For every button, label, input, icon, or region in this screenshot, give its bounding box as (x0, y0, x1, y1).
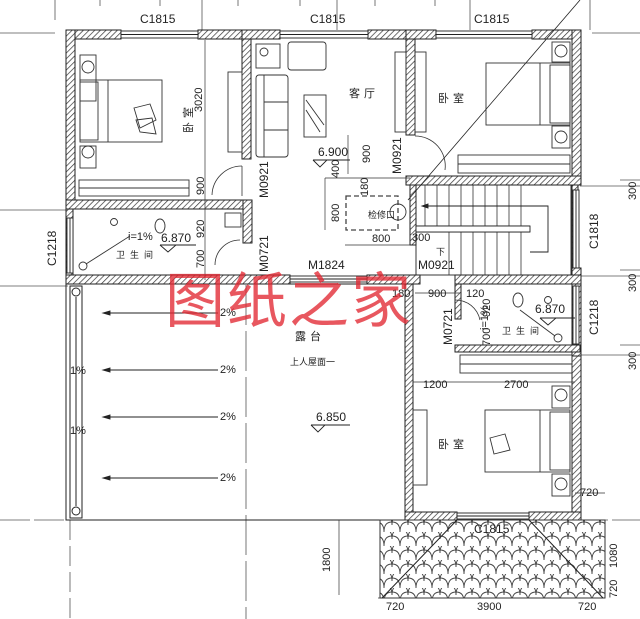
elev-bath-w: 6.870 (161, 231, 192, 245)
terrace-sublabel: 上人屋面一 (290, 358, 336, 368)
porch-roof (379, 519, 606, 599)
room-label-bedroom-ne: 卧室 (438, 92, 468, 105)
window-label-top-1: C1815 (140, 12, 176, 26)
window-label-top-2: C1815 (310, 12, 346, 26)
dim-720-br: 720 (578, 601, 597, 613)
slope-bath-w: i=1% (128, 231, 153, 243)
elev-living: 6.900 (318, 145, 349, 159)
furniture (78, 41, 573, 497)
door-m0921-e: M0921 (390, 137, 404, 174)
slope-gutter-1: 1% (70, 365, 86, 377)
elev-terrace: 6.850 (316, 410, 347, 424)
dim-920-w: 920 (195, 219, 207, 238)
door-m1824: M1824 (308, 258, 345, 272)
slope-gutter-2: 1% (70, 425, 86, 437)
slope-arrows (101, 310, 218, 481)
dim-720-bl: 720 (386, 601, 405, 613)
dim-3900: 3900 (477, 601, 502, 613)
elevation-markers (159, 159, 575, 433)
room-label-terrace: 露台 (295, 330, 325, 343)
dim-180-a: 180 (392, 288, 411, 300)
slope-terrace-1: 2% (220, 307, 236, 319)
window-label-left: C1218 (45, 230, 59, 266)
stair-down-label: 下 (436, 248, 446, 258)
window-label-right-2: C1218 (587, 299, 601, 335)
dim-300-c: 300 (627, 351, 639, 370)
room-label-living: 客厅 (349, 87, 379, 100)
window-label-bottom: C1815 (474, 522, 510, 536)
door-m0921-w: M0921 (257, 161, 271, 198)
room-label-bedroom-se: 卧室 (438, 438, 468, 451)
dim-300-b: 300 (627, 273, 639, 292)
window-label-right-1: C1818 (587, 213, 601, 249)
room-label-bath-w: 卫生间 (116, 251, 159, 261)
hatch-height: 800 (330, 203, 342, 222)
hatch-width: 800 (372, 233, 391, 245)
stair-width: 300 (412, 232, 431, 244)
windows (66, 30, 580, 520)
dim-1200: 1200 (423, 379, 448, 391)
door-m0721-e: M0721 (441, 308, 455, 345)
slope-terrace-2: 2% (220, 364, 236, 376)
dim-720-rb: 720 (608, 579, 620, 598)
walls (65, 29, 582, 521)
dim-900-e: 900 (428, 288, 447, 300)
dim-900-c: 900 (361, 144, 373, 163)
hatch-offset: 180 (359, 177, 371, 196)
dim-700-e: 700 (481, 327, 493, 346)
hatch-offset-400: 400 (330, 159, 342, 178)
dim-3020: 3020 (193, 87, 205, 112)
slope-terrace-4: 2% (220, 472, 236, 484)
window-label-top-3: C1815 (474, 12, 510, 26)
dim-900-w: 900 (195, 176, 207, 195)
dim-2700: 2700 (504, 379, 529, 391)
dim-720-r: 720 (580, 487, 599, 499)
terrace-outline (65, 283, 406, 521)
room-label-bath-e: 卫生间 (502, 327, 545, 337)
dim-120-e: 120 (466, 288, 485, 300)
door-swings (211, 135, 481, 321)
elev-bath-e: 6.870 (535, 302, 566, 316)
slope-terrace-3: 2% (220, 411, 236, 423)
dim-700-w: 700 (195, 249, 207, 268)
access-hatch-label: 检修口 (368, 211, 396, 221)
dim-300-a: 300 (627, 181, 639, 200)
dim-1800: 1800 (321, 547, 333, 572)
dim-1080: 1080 (608, 543, 620, 568)
door-m0921-stair: M0921 (418, 258, 455, 272)
diagonal-line (407, 0, 581, 201)
dim-920-e: 920 (481, 298, 493, 317)
staircase (415, 184, 572, 276)
access-hatch-outline (345, 195, 399, 231)
watermark: 图纸之家 (165, 267, 413, 337)
